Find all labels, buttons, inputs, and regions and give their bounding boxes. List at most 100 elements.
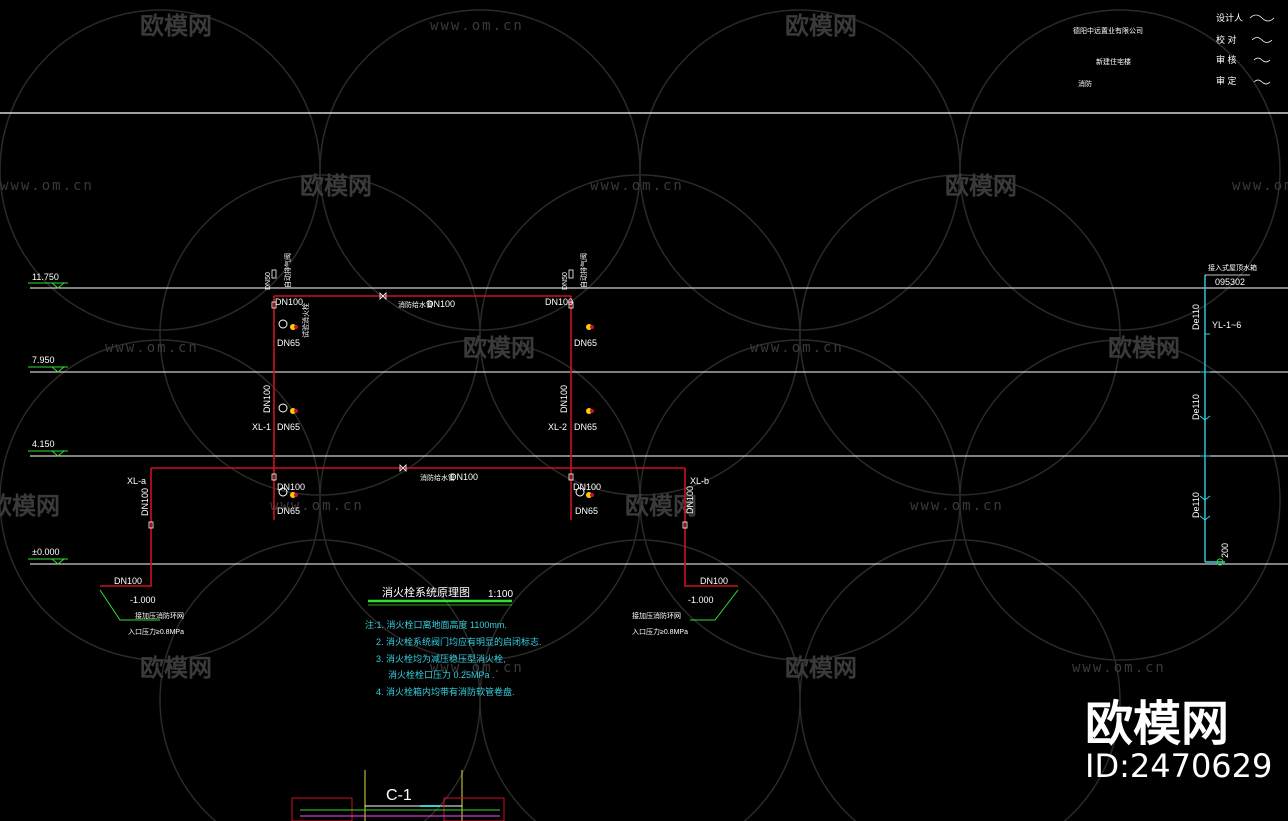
level-markers: 11.750 7.950 4.150 ±0.000 <box>28 272 68 565</box>
dn100-label: DN100 <box>545 297 573 307</box>
dn100-label: DN100 <box>277 482 305 492</box>
in-depth: -1.000 <box>130 595 156 605</box>
drain-note: 试验消火栓 <box>301 303 310 338</box>
riser-xlb: XL-b <box>690 476 709 486</box>
item-name: 消防 <box>1078 79 1092 88</box>
section-label: C-1 <box>386 787 412 804</box>
watermark-brand: 欧模网 <box>785 654 857 682</box>
note-line: 消火栓栓口压力 0.25MPa . <box>388 669 495 680</box>
fire-pipes <box>100 295 738 587</box>
dn65-label: DN65 <box>277 422 300 432</box>
watermark-site: www.om.cn <box>430 18 524 34</box>
riser-dn50: DN50 <box>265 272 272 290</box>
vent-note: 自动排气阀 <box>283 253 292 288</box>
hydrant-icon <box>278 319 298 330</box>
hydrant-icon <box>278 403 298 414</box>
pressure-note: 入口压力≥0.8MPa <box>128 627 184 636</box>
watermark-brand: 欧模网 <box>300 172 372 200</box>
watermark-brand: 欧模网 <box>1108 334 1180 362</box>
dn65-label: DN65 <box>277 506 300 516</box>
riser-label: YL-1~6 <box>1212 320 1241 330</box>
role-designer: 设计人 <box>1216 12 1243 23</box>
note-line: 注:1. 消火栓口离地面高度 1100mm. <box>365 619 507 630</box>
big-watermark: 欧模网 ID:2470629 <box>1085 696 1272 785</box>
valves <box>148 269 688 529</box>
dn65-label: DN65 <box>277 338 300 348</box>
right-riser: 接入式屋顶水箱 095302 YL-1~6 De110 De110 De110 … <box>1191 263 1257 566</box>
project-name: 新建住宅楼 <box>1096 57 1131 66</box>
riser-dn100: DN100 <box>685 486 695 514</box>
riser-bottom: 200 <box>1220 543 1230 558</box>
signatures <box>1249 14 1275 85</box>
connect-note: 接加压消防环网 <box>632 611 681 620</box>
riser-de: De110 <box>1191 492 1201 518</box>
level-label: 4.150 <box>32 439 55 449</box>
pressure-note: 入口压力≥0.8MPa <box>632 627 688 636</box>
riser-de: De110 <box>1191 304 1201 330</box>
riser-xl1: XL-1 <box>252 422 271 432</box>
hydrant-icon <box>575 487 594 498</box>
top-main-dn: DN100 <box>427 299 455 309</box>
watermark-site: www.om.cn <box>1232 178 1288 194</box>
watermark-brand: 欧模网 <box>945 172 1017 200</box>
watermark-brand: 欧模网 <box>785 12 857 40</box>
diagram-title-text: 消火栓系统原理图 <box>382 585 470 599</box>
watermark-site: www.om.cn <box>105 340 199 356</box>
dn100-label: DN100 <box>573 482 601 492</box>
top-main-note: 消防给水管 <box>398 300 433 309</box>
dn100-label: DN100 <box>275 297 303 307</box>
riser-dn100: DN100 <box>559 385 569 413</box>
riser-code: 095302 <box>1215 277 1245 287</box>
dn65-label: DN65 <box>574 338 597 348</box>
notes: 注:1. 消火栓口离地面高度 1100mm. 2. 消火栓系统阀门均应有明显的启… <box>365 619 542 697</box>
watermark-circles <box>0 9 1281 821</box>
hydrant-icon <box>586 408 594 414</box>
role-reviewer: 审 核 <box>1216 54 1237 65</box>
watermark-brand: 欧模网 <box>463 334 535 362</box>
vent-note: 自动排气阀 <box>579 253 588 288</box>
note-line: 4. 消火栓箱内均带有消防软管卷盘. <box>376 686 515 697</box>
mid-main-note: 消防给水管 <box>420 473 455 482</box>
note-line: 2. 消火栓系统阀门均应有明显的启闭标志. <box>376 636 542 647</box>
level-label: ±0.000 <box>32 547 59 557</box>
riser-xla: XL-a <box>127 476 146 486</box>
watermark-texts: 欧模网 www.om.cn 欧模网 www.om.cn 欧模网 www.om.c… <box>0 12 1288 682</box>
diagram-title: 消火栓系统原理图 1:100 <box>368 585 513 606</box>
watermark-site: www.om.cn <box>750 340 844 356</box>
big-id: ID:2470629 <box>1085 747 1272 785</box>
riser-xl2: XL-2 <box>548 422 567 432</box>
watermark-site: www.om.cn <box>1072 660 1166 676</box>
watermark-brand: 欧模网 <box>140 12 212 40</box>
in-dn100: DN100 <box>700 576 728 586</box>
role-approver: 审 定 <box>1216 75 1237 86</box>
riser-dn100: DN100 <box>140 488 150 516</box>
riser-dn100: DN100 <box>262 385 272 413</box>
hydrant-icon <box>586 324 594 330</box>
note-line: 3. 消火栓均为减压稳压型消火栓, <box>376 653 506 664</box>
riser-top-note: 接入式屋顶水箱 <box>1208 263 1257 272</box>
watermark-site: www.om.cn <box>910 498 1004 514</box>
diagram-title-scale: 1:100 <box>488 589 513 600</box>
pipe-labels: DN100 DN100 消防给水管 DN100 消防给水管 DN100 DN65… <box>99 253 739 636</box>
mid-main-dn: DN100 <box>450 472 478 482</box>
watermark-site: www.om.cn <box>590 178 684 194</box>
watermark-site: www.om.cn <box>0 178 94 194</box>
watermark-site: www.om.cn <box>270 498 364 514</box>
section-c1: C-1 <box>291 770 505 821</box>
hydrants <box>278 319 594 498</box>
riser-de: De110 <box>1191 394 1201 420</box>
hydrant-icon <box>278 487 298 498</box>
riser-dn50: DN50 <box>562 272 569 290</box>
watermark-brand: 欧模网 <box>140 654 212 682</box>
level-label: 11.750 <box>32 272 59 282</box>
level-label: 7.950 <box>32 355 55 365</box>
connect-note: 接加压消防环网 <box>135 611 184 620</box>
title-block: 德阳中远置业有限公司 新建住宅楼 消防 设计人 校 对 审 核 审 定 <box>1073 12 1275 88</box>
floor-lines <box>30 287 1288 565</box>
in-depth: -1.000 <box>688 595 714 605</box>
company-name: 德阳中远置业有限公司 <box>1073 26 1143 35</box>
in-dn100: DN100 <box>114 576 142 586</box>
dn65-label: DN65 <box>574 422 597 432</box>
role-checker: 校 对 <box>1216 34 1237 45</box>
